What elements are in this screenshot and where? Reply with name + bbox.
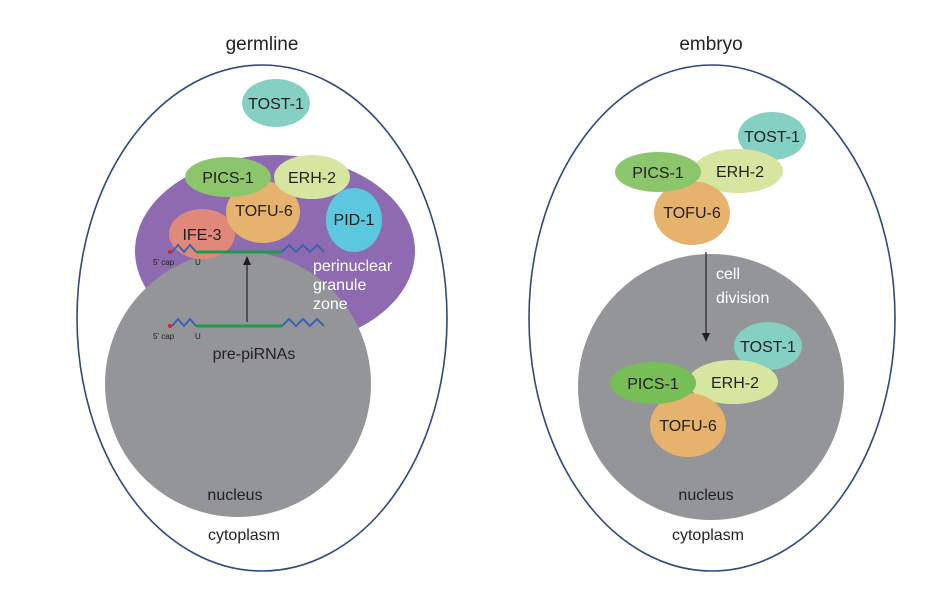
pre-five-prime-cap-dot <box>168 324 172 328</box>
nucleus-tost1-label: TOST-1 <box>740 339 796 356</box>
granule-label-line2: granule <box>313 277 366 294</box>
embryo-tofu6-label: TOFU-6 <box>663 205 721 222</box>
ife3-blob <box>169 209 235 259</box>
rna-5prime-zigzag <box>171 243 197 254</box>
five-prime-cap-label: 5' cap <box>153 258 175 267</box>
division-arrow <box>702 252 710 342</box>
embryo-tost1-blob <box>738 112 806 160</box>
division-label-line2: division <box>716 290 769 307</box>
embryo-pics1-blob <box>615 152 701 192</box>
ife3-label: IFE-3 <box>182 227 221 244</box>
nucleus-pics1-label: PICS-1 <box>627 376 679 393</box>
pics1-label: PICS-1 <box>202 170 254 187</box>
tost1-label: TOST-1 <box>248 96 304 113</box>
germline-cytoplasm-label: cytoplasm <box>208 527 280 544</box>
pre-five-prime-cap-label: 5' cap <box>153 332 175 341</box>
embryo-panel: embryo TOST-1 ERH-2 TOFU-6 PICS-1 cell d… <box>528 34 896 572</box>
pre-rna-3prime-zigzag <box>281 317 325 328</box>
export-arrow <box>243 256 251 322</box>
erh2-blob <box>274 155 350 199</box>
embryo-nucleus-label: nucleus <box>678 487 733 504</box>
tofu6-label: TOFU-6 <box>235 203 293 220</box>
five-prime-cap-dot <box>168 250 172 254</box>
pre-pirnas-label: pre-piRNAs <box>213 346 296 363</box>
rna-3prime-zigzag <box>281 243 325 254</box>
nucleus-erh2-blob <box>688 360 778 404</box>
embryo-pics1-label: PICS-1 <box>632 165 684 182</box>
nucleus-tost1-blob <box>734 322 802 370</box>
pre-pirna: 5' cap U <box>153 317 325 341</box>
granule-label-line3: zone <box>313 296 348 313</box>
nucleus-pics1-blob <box>610 362 696 404</box>
embryo-erh2-blob <box>693 149 783 193</box>
uridine-label: U <box>195 258 201 267</box>
pics1-blob <box>185 157 271 197</box>
division-label-line1: cell <box>716 266 740 283</box>
embryo-cytoplasm-label: cytoplasm <box>672 527 744 544</box>
pre-rna-5prime-zigzag <box>171 317 197 328</box>
germline-panel: germline TOST-1 PID-1 IFE-3 TOFU-6 ERH-2… <box>76 34 448 572</box>
nucleus-tofu6-blob <box>650 393 726 457</box>
processed-pirna: 5' cap U <box>153 243 325 267</box>
embryo-erh2-label: ERH-2 <box>716 164 764 181</box>
germline-cell-outline <box>76 64 448 572</box>
germline-nucleus <box>105 251 371 517</box>
embryo-cell-outline <box>528 64 896 572</box>
embryo-title: embryo <box>679 34 742 55</box>
nucleus-erh2-label: ERH-2 <box>711 375 759 392</box>
germline-title: germline <box>226 34 299 55</box>
granule-label-line1: perinuclear <box>313 258 393 275</box>
pid1-blob <box>326 188 382 252</box>
pre-uridine-label: U <box>195 332 201 341</box>
embryo-tofu6-blob <box>654 181 730 245</box>
germline-nucleus-label: nucleus <box>207 487 262 504</box>
erh2-label: ERH-2 <box>288 170 336 187</box>
tofu6-blob <box>226 181 300 243</box>
nucleus-tofu6-label: TOFU-6 <box>659 418 717 435</box>
embryo-tost1-label: TOST-1 <box>744 129 800 146</box>
pid1-label: PID-1 <box>334 212 375 229</box>
tost1-blob <box>242 79 310 127</box>
